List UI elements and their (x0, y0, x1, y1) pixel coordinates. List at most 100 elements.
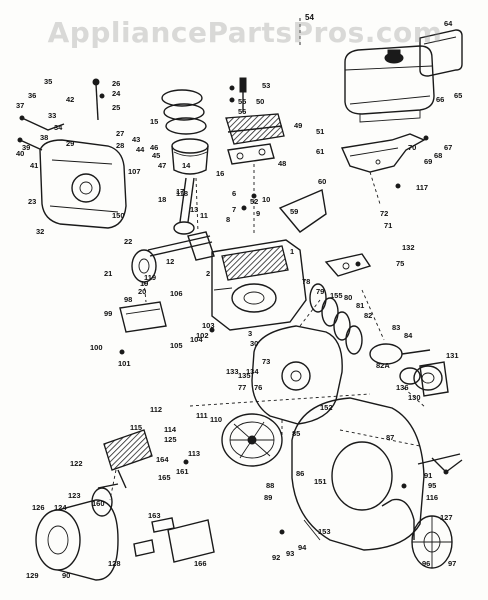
starter-handle[interactable] (417, 453, 463, 475)
part-number-labels: 1236789101112131415161718192021222324252… (16, 19, 462, 580)
part-label-76: 76 (254, 383, 262, 392)
part-label-104: 104 (190, 335, 203, 344)
part-label-49: 49 (294, 121, 302, 130)
part-label-59: 59 (290, 207, 298, 216)
part-label-82a: 82A (376, 361, 390, 370)
part-label-129: 129 (26, 571, 39, 580)
part-label-23: 23 (28, 197, 36, 206)
tank-panel[interactable] (419, 29, 463, 77)
part-label-130: 130 (408, 393, 421, 402)
part-label-116: 116 (426, 493, 438, 502)
part-label-6: 6 (232, 189, 236, 198)
part-label-2: 2 (206, 269, 210, 278)
starter-pulley[interactable] (91, 483, 119, 517)
part-label-164: 164 (156, 455, 169, 464)
part-label-30: 30 (250, 339, 258, 348)
part-label-35: 35 (44, 77, 52, 86)
recoil-starter[interactable] (35, 499, 119, 581)
leader-lines (109, 18, 427, 501)
flywheel[interactable] (221, 413, 283, 467)
part-label-17: 17 (176, 187, 184, 196)
part-label-94: 94 (298, 543, 307, 552)
part-label-3: 3 (248, 329, 252, 338)
part-label-161: 161 (176, 467, 189, 476)
ignition-coil[interactable] (103, 429, 153, 489)
part-label-110: 110 (210, 415, 222, 424)
breaker-cover[interactable] (119, 301, 167, 333)
part-label-131: 131 (446, 351, 459, 360)
part-label-133: 133 (226, 367, 239, 376)
air-cleaner-parts[interactable] (133, 517, 215, 563)
part-label-92: 92 (272, 553, 280, 562)
part-label-88: 88 (266, 481, 274, 490)
crankshaft[interactable] (147, 231, 215, 261)
muffler-baffle[interactable] (278, 189, 327, 233)
fuel-tank[interactable] (344, 45, 435, 123)
part-label-73: 73 (262, 357, 270, 366)
part-label-33: 33 (48, 111, 56, 120)
part-label-21: 21 (104, 269, 112, 278)
part-label-45: 45 (152, 151, 160, 160)
part-label-9: 9 (256, 209, 260, 218)
part-label-152: 152 (320, 403, 333, 412)
idler-bracket[interactable] (324, 253, 372, 277)
part-label-41: 41 (30, 161, 38, 170)
part-label-126: 126 (32, 503, 45, 512)
part-label-71: 71 (384, 221, 392, 230)
part-label-77: 77 (238, 383, 246, 392)
part-label-56: 56 (238, 107, 246, 116)
part-label-125: 125 (164, 435, 177, 444)
part-label-29: 29 (66, 139, 74, 148)
part-label-103: 103 (202, 321, 215, 330)
part-label-106: 106 (170, 289, 183, 298)
fuel-cap[interactable] (384, 49, 404, 64)
fasteners (99, 85, 429, 535)
piston[interactable] (171, 138, 209, 175)
part-label-82: 82 (364, 311, 372, 320)
rotating-screen[interactable] (411, 515, 453, 569)
engine-block[interactable] (211, 239, 307, 331)
part-label-68: 68 (434, 151, 442, 160)
part-label-105: 105 (170, 341, 183, 350)
part-label-97: 97 (448, 559, 456, 568)
starter-cup[interactable] (369, 343, 431, 385)
blower-housing[interactable] (291, 397, 425, 551)
part-label-28: 28 (116, 141, 124, 150)
part-label-81: 81 (356, 301, 364, 310)
cylinder-head[interactable] (225, 113, 285, 145)
part-label-122: 122 (70, 459, 83, 468)
part-label-123: 123 (68, 491, 81, 500)
part-label-150: 150 (112, 211, 125, 220)
head-gasket[interactable] (227, 143, 275, 165)
part-label-39: 39 (22, 143, 30, 152)
part-label-40: 40 (16, 149, 24, 158)
part-label-100: 100 (90, 343, 103, 352)
oil-seal-stack[interactable] (309, 283, 363, 355)
part-label-22: 22 (124, 237, 132, 246)
part-label-60: 60 (318, 177, 326, 186)
part-label-75: 75 (396, 259, 404, 268)
piston-rings[interactable] (161, 89, 207, 135)
part-label-72: 72 (380, 209, 388, 218)
part-label-96: 96 (422, 559, 430, 568)
pulley-assembly-right[interactable] (413, 361, 449, 397)
part-label-85: 85 (292, 429, 300, 438)
part-label-99: 99 (104, 309, 112, 318)
tank-bracket[interactable] (340, 133, 426, 173)
shroud-plate[interactable] (381, 498, 415, 540)
part-label-101: 101 (118, 359, 131, 368)
carburetor[interactable] (39, 139, 127, 229)
part-label-12: 12 (166, 257, 174, 266)
governor-linkage[interactable] (17, 78, 100, 151)
part-label-95: 95 (428, 481, 436, 490)
part-label-89: 89 (264, 493, 272, 502)
part-label-87: 87 (386, 433, 394, 442)
part-label-10: 10 (262, 195, 270, 204)
part-label-34: 34 (54, 123, 63, 132)
part-label-114: 114 (164, 425, 177, 434)
connecting-rod[interactable] (173, 177, 195, 235)
part-label-128: 128 (108, 559, 121, 568)
spark-plug[interactable] (239, 77, 247, 112)
part-label-15: 15 (150, 117, 158, 126)
